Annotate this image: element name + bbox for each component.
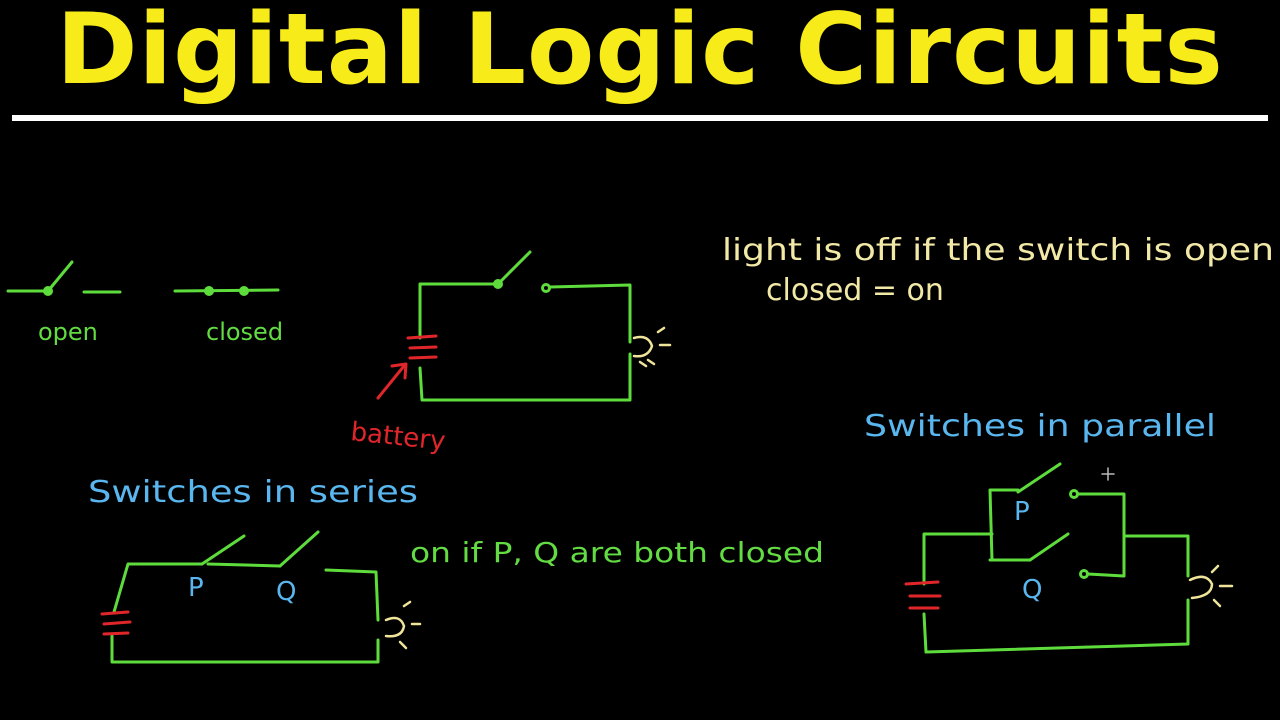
cursor-crosshair-icon [1101, 467, 1115, 481]
parallel-battery-symbol [904, 580, 942, 610]
battery-symbol [406, 334, 438, 360]
series-note: on if P, Q are both closed [410, 536, 824, 569]
title-underline [12, 115, 1268, 121]
series-switch-q-label: Q [276, 577, 296, 607]
open-label: open [38, 318, 98, 346]
open-switch-symbol [6, 260, 122, 296]
light-note-line-2: closed = on [766, 273, 944, 308]
battery-pointer-arrow [376, 362, 408, 400]
series-switch-p-label: P [188, 573, 204, 603]
parallel-switch-q-label: Q [1022, 575, 1042, 605]
parallel-switch-p-label: P [1014, 497, 1030, 527]
closed-switch-symbol [173, 286, 280, 296]
series-circuit [110, 530, 380, 664]
series-heading: Switches in series [88, 475, 418, 510]
parallel-heading: Switches in parallel [864, 409, 1216, 444]
parallel-circuit [922, 462, 1190, 654]
page-title: Digital Logic Circuits [56, 0, 1224, 107]
parallel-light-bulb-icon [1188, 564, 1234, 608]
series-light-bulb-icon [384, 600, 422, 650]
light-note-line-1: light is off if the switch is open [722, 233, 1274, 268]
closed-label: closed [206, 318, 283, 346]
light-bulb-icon [632, 326, 672, 368]
basic-circuit [418, 250, 632, 402]
series-battery-symbol [100, 610, 132, 636]
battery-label: battery [349, 417, 447, 457]
